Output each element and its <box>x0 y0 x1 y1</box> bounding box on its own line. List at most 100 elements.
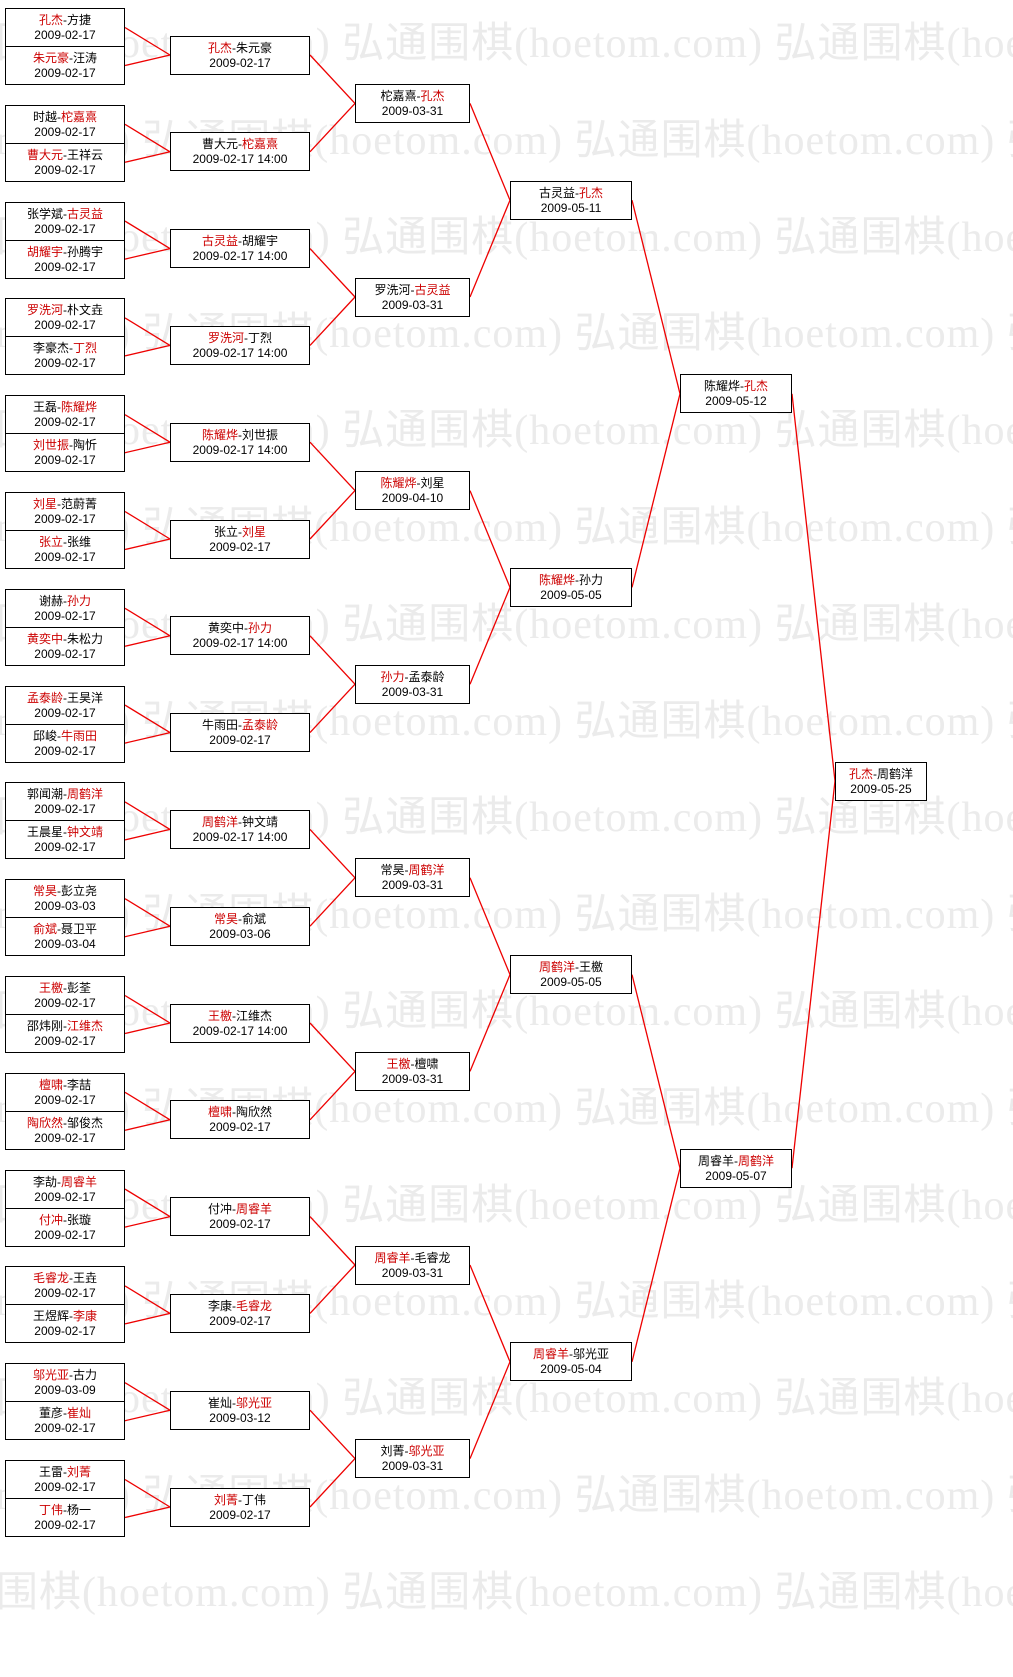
loser-name: 崔灿 <box>207 1395 232 1410</box>
match-date: 2009-02-17 <box>34 512 96 526</box>
match-players: 檀啸-陶欣然 <box>207 1105 273 1120</box>
match-players: 王檄-檀啸 <box>386 1056 439 1071</box>
match-date: 2009-02-17 <box>34 802 96 817</box>
winner-name: 邬光亚 <box>32 1368 69 1383</box>
match-date: 2009-02-17 <box>34 840 96 855</box>
loser-name: 古灵益 <box>538 185 575 200</box>
connector-line <box>124 1382 171 1411</box>
match-date: 2009-02-17 <box>34 162 96 177</box>
winner-name: 刘星 <box>242 524 267 539</box>
loser-name: 方捷 <box>67 13 92 27</box>
match-date: 2009-03-31 <box>381 878 444 893</box>
match-date: 2009-02-17 <box>34 1480 96 1494</box>
match-players: 俞斌-聂卫平 <box>32 922 98 937</box>
connector-line <box>309 1216 356 1266</box>
match-date: 2009-05-07 <box>705 1168 767 1183</box>
match-players: 付冲-周睿羊 <box>207 1202 273 1217</box>
connector-line <box>124 828 171 841</box>
connector-line <box>309 1070 356 1121</box>
match-date: 2009-03-31 <box>381 103 444 118</box>
connector-line <box>124 635 171 647</box>
match-players: 陈耀烨-孙力 <box>538 572 604 587</box>
connector-line <box>469 974 511 1072</box>
match-players: 陶欣然-邹俊杰 <box>26 1115 104 1130</box>
watermark-text: 弘通围棋(hoetom.com) 弘通围棋(hoetom.com) 弘通围棋(h… <box>0 698 1013 745</box>
winner-name: 陈耀烨 <box>61 400 98 415</box>
connector-line <box>631 1168 681 1362</box>
match-date: 2009-02-17 <box>34 318 96 333</box>
match-players: 常昊-俞斌 <box>213 911 267 926</box>
match-players: 王檄-江维杰 <box>207 1008 273 1023</box>
match-date: 2009-02-17 <box>209 733 271 748</box>
loser-name: 毛睿龙 <box>414 1250 451 1265</box>
connector-line <box>124 247 171 260</box>
match-date: 2009-02-17 <box>34 1092 96 1107</box>
match-date: 2009-05-05 <box>540 975 602 990</box>
match-players: 黄奕中-孙力 <box>207 621 273 636</box>
winner-name: 丁伟 <box>38 1503 63 1517</box>
winner-name: 陈耀烨 <box>201 427 238 442</box>
winner-name: 周睿羊 <box>61 1174 98 1189</box>
connector-line <box>124 1312 171 1325</box>
match-date: 2009-02-17 <box>34 646 96 661</box>
match-players: 付冲-张璇 <box>38 1212 92 1227</box>
loser-name: 李劼 <box>32 1174 57 1189</box>
connector-line <box>124 704 171 734</box>
loser-name: 邵炜刚 <box>26 1019 63 1033</box>
match-date: 2009-02-17 <box>34 66 96 80</box>
connector-line <box>309 441 356 492</box>
loser-name: 王煜辉 <box>32 1309 69 1324</box>
winner-name: 刘菁 <box>213 1492 238 1507</box>
loser-name: 孙力 <box>579 572 604 587</box>
watermark-text: 弘通围棋(hoetom.com) 弘通围棋(hoetom.com) 弘通围棋(h… <box>0 795 1013 842</box>
match-players: 柁嘉熹-孔杰 <box>380 88 445 103</box>
loser-name: 彭荃 <box>67 981 92 995</box>
winner-name: 牛雨田 <box>61 728 98 743</box>
match-players: 毛睿龙-王垚 <box>32 1271 98 1286</box>
winner-name: 孔杰 <box>848 766 873 781</box>
connector-line <box>309 490 356 540</box>
match-date: 2009-05-05 <box>540 587 602 602</box>
match-date: 2009-02-17 <box>34 259 96 274</box>
connector-line <box>124 1409 171 1422</box>
connector-line <box>791 780 836 1169</box>
winner-name: 周睿羊 <box>236 1202 273 1217</box>
loser-name: 古力 <box>73 1368 98 1383</box>
connector-line <box>124 538 171 551</box>
loser-name: 周睿羊 <box>697 1153 734 1168</box>
match-players: 刘世振-陶忻 <box>32 438 98 453</box>
connector-line <box>469 490 511 588</box>
match-players: 刘菁-邬光亚 <box>380 1444 445 1459</box>
winner-name: 陈耀烨 <box>538 572 575 587</box>
match-players: 周睿羊-毛睿龙 <box>374 1250 451 1265</box>
winner-name: 王檄 <box>386 1056 411 1071</box>
match-date: 2009-02-17 <box>209 1217 271 1232</box>
watermark-text: 弘通围棋(hoetom.com) 弘通围棋(hoetom.com) 弘通围棋(h… <box>0 989 1013 1035</box>
match-date: 2009-03-31 <box>381 684 444 699</box>
winner-name: 孔杰 <box>744 379 769 394</box>
loser-name: 张维 <box>67 535 92 549</box>
match-date: 2009-02-17 14:00 <box>192 249 288 264</box>
match-date: 2009-05-25 <box>850 781 912 796</box>
connector-line <box>124 1119 171 1131</box>
loser-name: 李喆 <box>67 1077 92 1092</box>
match-players: 王檄-彭荃 <box>38 981 92 995</box>
match-players: 罗洗河-丁烈 <box>207 330 273 345</box>
match-date: 2009-02-17 <box>34 1034 96 1048</box>
loser-name: 陶忻 <box>73 438 98 453</box>
loser-name: 聂卫平 <box>61 922 98 937</box>
connector-line <box>124 1091 171 1121</box>
watermark-text: 弘通围棋(hoetom.com) 弘通围棋(hoetom.com) 弘通围棋(h… <box>0 1473 1013 1519</box>
